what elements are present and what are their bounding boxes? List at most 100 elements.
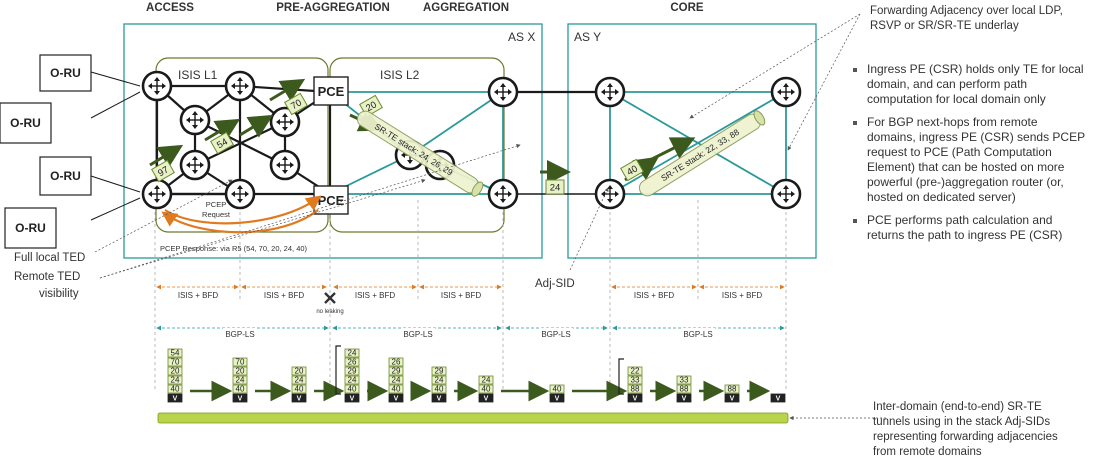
stack-payload-cell: V xyxy=(431,393,447,403)
stack-value: 40 xyxy=(482,385,491,394)
label-stack: 40V xyxy=(549,384,565,403)
router-icon xyxy=(141,178,173,210)
interdomain-line-3: representing forwarding adjacencies xyxy=(873,431,1058,443)
stack-payload-cell: V xyxy=(549,393,565,403)
stack-brackets xyxy=(335,345,624,395)
stack-label-cell: 40 xyxy=(167,384,183,394)
bgp-ls-3: BGP-LS xyxy=(541,330,570,339)
router-icon xyxy=(770,76,802,108)
stack-value: 54 xyxy=(171,349,180,358)
stack-label-cell: 24 xyxy=(431,375,447,385)
full-local-ted-label: Full local TED xyxy=(14,252,85,264)
stack-label-cell: 24 xyxy=(344,348,360,358)
no-leaking-label: no leaking xyxy=(316,309,343,315)
label-stack: 88V xyxy=(724,384,740,403)
pce-top: PCE xyxy=(313,76,349,106)
stack-payload-cell: V xyxy=(388,393,404,403)
stack-label-cell: 22 xyxy=(627,366,643,376)
stack-value: 70 xyxy=(171,358,180,367)
stack-value: V xyxy=(555,396,560,403)
stack-label-cell: 24 xyxy=(167,375,183,385)
oru-2-label: O-RU xyxy=(10,116,41,130)
stack-label-cell: 40 xyxy=(344,384,360,394)
stack-payload-cell: V xyxy=(627,393,643,403)
forwarding-adjacency-line-1: Forwarding Adjacency over local LDP, xyxy=(870,5,1063,17)
stack-label-cell: 88 xyxy=(627,384,643,394)
adj-sid-label: Adj-SID xyxy=(535,278,575,290)
router-icon xyxy=(487,76,519,108)
stack-payload-cell: V xyxy=(478,393,494,403)
stack-value: V xyxy=(633,396,638,403)
stack-label-cell: 88 xyxy=(676,384,692,394)
stack-label-cell: 70 xyxy=(232,357,248,367)
svg-text:24: 24 xyxy=(550,183,561,194)
router-icon xyxy=(770,178,802,210)
oru-links xyxy=(90,71,141,221)
stack-label-cell: 40 xyxy=(431,384,447,394)
interdomain-line-1: Inter-domain (end-to-end) SR-TE xyxy=(873,401,1042,413)
svg-text:70: 70 xyxy=(289,97,304,112)
stack-value: 24 xyxy=(236,376,245,385)
as-y-box xyxy=(567,23,817,259)
stack-value: 20 xyxy=(295,367,304,376)
stack-label-cell: 33 xyxy=(627,375,643,385)
svg-text:40: 40 xyxy=(625,163,640,178)
stack-value: 40 xyxy=(392,385,401,394)
stack-payload-cell: V xyxy=(770,393,786,403)
pce-top-label: PCE xyxy=(318,84,345,99)
stack-payload-cell: V xyxy=(167,393,183,403)
stack-value: 29 xyxy=(435,367,444,376)
stack-value: 24 xyxy=(348,349,357,358)
stack-value: 26 xyxy=(348,358,357,367)
pcep-response-arrow xyxy=(161,209,319,234)
stack-value: 33 xyxy=(680,376,689,385)
adj-sid-24: 24 xyxy=(545,179,565,195)
stack-label-cell: 24 xyxy=(478,375,494,385)
stack-value: V xyxy=(238,396,243,403)
stack-value: 29 xyxy=(392,367,401,376)
stack-value: 40 xyxy=(171,385,180,394)
adj-sid-70: 70 xyxy=(284,92,308,116)
pcep-request-line-1: PCEP xyxy=(206,200,226,209)
label-stack: V xyxy=(770,393,786,403)
stack-value: 22 xyxy=(631,367,640,376)
column-separators xyxy=(154,200,787,390)
interdomain-line-2: tunnels using in the stack Adj-SIDs xyxy=(873,416,1050,428)
oru-4-label: O-RU xyxy=(15,221,46,235)
stack-value: 24 xyxy=(482,376,491,385)
router-icon xyxy=(269,149,301,181)
router-icon xyxy=(224,70,256,102)
router-icon xyxy=(179,104,211,136)
router-icon xyxy=(179,149,211,181)
svg-text:54: 54 xyxy=(215,136,230,151)
interdomain-line-4: from remote domains xyxy=(873,446,982,458)
stack-value: 24 xyxy=(348,376,357,385)
stack-payload-cell: V xyxy=(291,393,307,403)
adj-sid-40: 40 xyxy=(620,158,644,182)
stack-bracket xyxy=(618,358,624,395)
svg-text:97: 97 xyxy=(156,164,171,179)
sr-te-tube-left: SR-TE stack: 24, 26, 29 xyxy=(356,110,484,197)
stack-value: 40 xyxy=(435,385,444,394)
isis-bfd-4: ISIS + BFD xyxy=(441,291,481,300)
stack-label-cell: 24 xyxy=(232,375,248,385)
stack-label-cell: 40 xyxy=(388,384,404,394)
bgp-ls-row: BGP-LS BGP-LS BGP-LS BGP-LS xyxy=(156,325,785,339)
bullet-3-text: PCE performs path calculation and return… xyxy=(867,213,1063,242)
stack-value: 70 xyxy=(236,358,245,367)
stack-label-cell: 88 xyxy=(724,384,740,394)
bullet-2: For BGP next-hops from remote domains, i… xyxy=(853,115,1089,205)
stack-value: V xyxy=(394,396,399,403)
stack-label-cell: 26 xyxy=(388,357,404,367)
bullet-dot xyxy=(853,219,857,223)
stack-label-cell: 29 xyxy=(388,366,404,376)
stack-value: 88 xyxy=(631,385,640,394)
forwarding-adjacency-line-2: RSVP or SR/SR-TE underlay xyxy=(870,20,1019,32)
svg-text:20: 20 xyxy=(364,99,379,114)
stack-label-cell: 20 xyxy=(167,366,183,376)
